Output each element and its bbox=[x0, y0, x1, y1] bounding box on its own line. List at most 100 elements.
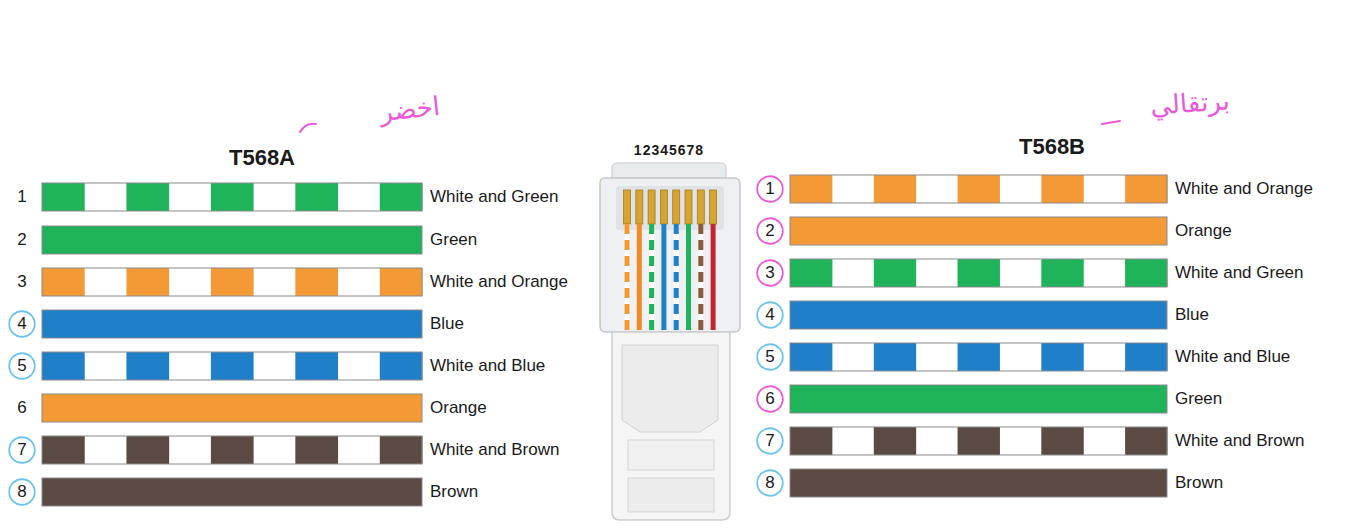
wire-bar-ground bbox=[42, 226, 422, 254]
wire-bar-border bbox=[42, 394, 422, 422]
wire-stripe bbox=[1041, 175, 1083, 203]
wire-bar-border bbox=[790, 343, 1167, 371]
wire-stripe bbox=[42, 268, 85, 296]
wire-core bbox=[686, 224, 691, 330]
pin-number: 4 bbox=[765, 305, 774, 325]
pen-circle bbox=[757, 260, 783, 286]
wire-stripe bbox=[295, 352, 338, 380]
wire-stripe bbox=[1041, 259, 1083, 287]
wire-bar-ground bbox=[42, 183, 422, 211]
wire-bar-border bbox=[42, 310, 422, 338]
pin-number: 6 bbox=[17, 398, 26, 418]
wire-stripe bbox=[42, 436, 85, 464]
wire-core bbox=[625, 224, 630, 330]
wire-stripe bbox=[874, 259, 916, 287]
wire-bar bbox=[42, 436, 423, 464]
wire-color-name: White and Brown bbox=[430, 440, 559, 460]
wire-stripe bbox=[790, 259, 832, 287]
pen-circle bbox=[757, 176, 783, 202]
wire-stripe bbox=[42, 183, 85, 211]
wire-stripe bbox=[790, 175, 832, 203]
wire-stripe bbox=[1125, 427, 1167, 455]
pin-number: 1 bbox=[765, 179, 774, 199]
wire-stripe bbox=[211, 268, 254, 296]
pen-stroke bbox=[1102, 121, 1120, 124]
wire-stripe bbox=[126, 268, 169, 296]
wire-bar-border bbox=[42, 352, 422, 380]
wire-bar-ground bbox=[790, 259, 1167, 287]
standard-title: T568B bbox=[1019, 134, 1085, 159]
pin-number: 8 bbox=[765, 473, 774, 493]
wire-color-name: Green bbox=[430, 230, 477, 250]
wire-bar bbox=[790, 301, 1167, 329]
t568b-bars bbox=[790, 175, 1168, 497]
wire-bar-ground bbox=[42, 310, 422, 338]
wire-bar-ground bbox=[790, 427, 1167, 455]
gold-pin bbox=[624, 190, 631, 224]
wire-bar-border bbox=[790, 259, 1167, 287]
wire-bar-ground bbox=[790, 343, 1167, 371]
wire-bar-border bbox=[790, 301, 1167, 329]
contact-area bbox=[616, 186, 724, 230]
wire-stripe bbox=[958, 259, 1000, 287]
wire-bar-border bbox=[42, 436, 422, 464]
pen-circle bbox=[757, 428, 783, 454]
wire-stripe bbox=[126, 436, 169, 464]
wire-bar-ground bbox=[790, 217, 1167, 245]
pen-circle bbox=[757, 386, 783, 412]
wire-color-name: Brown bbox=[1175, 473, 1223, 493]
connector-top bbox=[612, 163, 726, 178]
wire-color-name: White and Green bbox=[1175, 263, 1304, 283]
wire-stripe bbox=[42, 352, 85, 380]
pen-stroke bbox=[300, 124, 316, 132]
wire-color-name: Brown bbox=[430, 482, 478, 502]
wire-stripe bbox=[790, 343, 832, 371]
wire-color-name: White and Blue bbox=[430, 356, 545, 376]
wire-bar-ground bbox=[790, 301, 1167, 329]
wire-bar bbox=[42, 183, 423, 211]
wire-stripe bbox=[649, 224, 654, 330]
wire-core bbox=[698, 224, 703, 330]
wire-stripe bbox=[1125, 343, 1167, 371]
wire-stripe bbox=[295, 436, 338, 464]
wire-stripe bbox=[211, 183, 254, 211]
wire-stripe bbox=[1125, 259, 1167, 287]
wire-stripe bbox=[790, 427, 832, 455]
wire-bar-border bbox=[42, 478, 422, 506]
pin-number: 7 bbox=[17, 440, 26, 460]
pen-circle bbox=[9, 311, 35, 337]
wire-stripe bbox=[380, 352, 423, 380]
gold-pin bbox=[710, 190, 717, 224]
wire-color-name: Blue bbox=[430, 314, 464, 334]
wire-bar bbox=[790, 259, 1168, 287]
gold-pin bbox=[660, 190, 667, 224]
gold-pin bbox=[636, 190, 643, 224]
wire-stripe bbox=[698, 224, 703, 330]
wire-bar-border bbox=[790, 385, 1167, 413]
pen-circle bbox=[9, 479, 35, 505]
t568a-bars bbox=[42, 183, 423, 506]
gold-pin bbox=[673, 190, 680, 224]
gold-pin bbox=[685, 190, 692, 224]
pin-number: 7 bbox=[765, 431, 774, 451]
wire-stripe bbox=[380, 183, 423, 211]
wire-bar bbox=[42, 310, 422, 338]
wire-core bbox=[674, 224, 679, 330]
wire-stripe bbox=[625, 224, 630, 330]
wire-stripe bbox=[874, 427, 916, 455]
connector-rib bbox=[628, 440, 714, 470]
wire-bar-ground bbox=[790, 385, 1167, 413]
rj45-connector bbox=[600, 163, 740, 520]
wire-stripe bbox=[958, 427, 1000, 455]
pin-number: 4 bbox=[17, 314, 26, 334]
wire-stripe bbox=[380, 436, 423, 464]
pen-circle bbox=[757, 344, 783, 370]
pen-circles bbox=[9, 176, 783, 505]
wire-core bbox=[637, 224, 642, 330]
pin-number: 2 bbox=[17, 230, 26, 250]
pin-number: 5 bbox=[17, 356, 26, 376]
wire-color-name: Orange bbox=[430, 398, 487, 418]
wire-color-name: Green bbox=[1175, 389, 1222, 409]
